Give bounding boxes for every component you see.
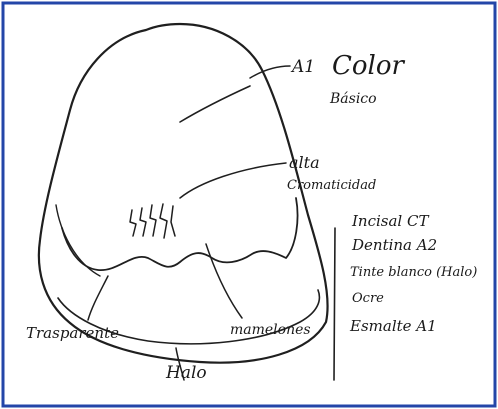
label-halo: Halo <box>165 363 207 383</box>
leader-color <box>250 66 290 78</box>
chromaticity-strokes <box>130 204 175 238</box>
leader-mamelones <box>206 244 242 318</box>
leader-transparente <box>88 276 108 320</box>
note-item: Dentina A2 <box>351 236 437 254</box>
label-transparente: Trasparente <box>26 324 119 342</box>
note-item: Tinte blanco (Halo) <box>350 265 477 280</box>
label-color-code: A1 <box>290 57 315 77</box>
label-cromaticidad: Cromaticidad <box>287 178 376 193</box>
note-item: Incisal CT <box>351 212 429 230</box>
label-mamelones: mamelones <box>230 322 311 338</box>
enamel-edge-line <box>56 205 100 276</box>
note-item: Esmalte A1 <box>349 317 437 335</box>
tooth-outline <box>39 24 328 363</box>
label-basico: Básico <box>329 91 377 107</box>
basic-color-curve <box>180 86 250 122</box>
dentin-mamelons <box>62 198 298 270</box>
notes-bracket <box>334 228 335 380</box>
frame-border <box>3 3 495 406</box>
note-item: Ocre <box>352 291 384 306</box>
label-color-word: Color <box>332 51 406 81</box>
leader-alta <box>180 163 286 198</box>
label-alta: alta <box>289 153 320 172</box>
